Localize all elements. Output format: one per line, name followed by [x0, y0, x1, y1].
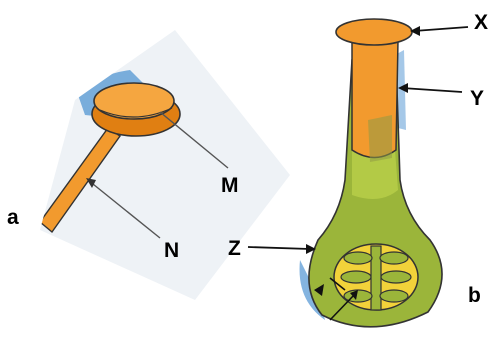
label-z: Z: [228, 238, 241, 259]
label-b: b: [468, 285, 481, 306]
pointer-line-z: [248, 247, 310, 249]
ovule-right-3: [380, 290, 408, 302]
pointer-line-y: [402, 88, 462, 92]
label-y: Y: [470, 88, 484, 109]
label-x: X: [474, 12, 488, 33]
ovule-right-1: [380, 252, 408, 264]
style-shading: [368, 115, 392, 162]
label-a: a: [7, 207, 19, 228]
stigma-disc: [336, 19, 412, 45]
pointer-line-x: [414, 27, 468, 31]
ovule-left-2: [341, 271, 371, 283]
placenta: [371, 246, 381, 310]
label-m: M: [221, 175, 239, 196]
ovule-left-1: [344, 252, 372, 264]
ovule-right-2: [381, 271, 411, 283]
label-n: N: [164, 240, 179, 261]
